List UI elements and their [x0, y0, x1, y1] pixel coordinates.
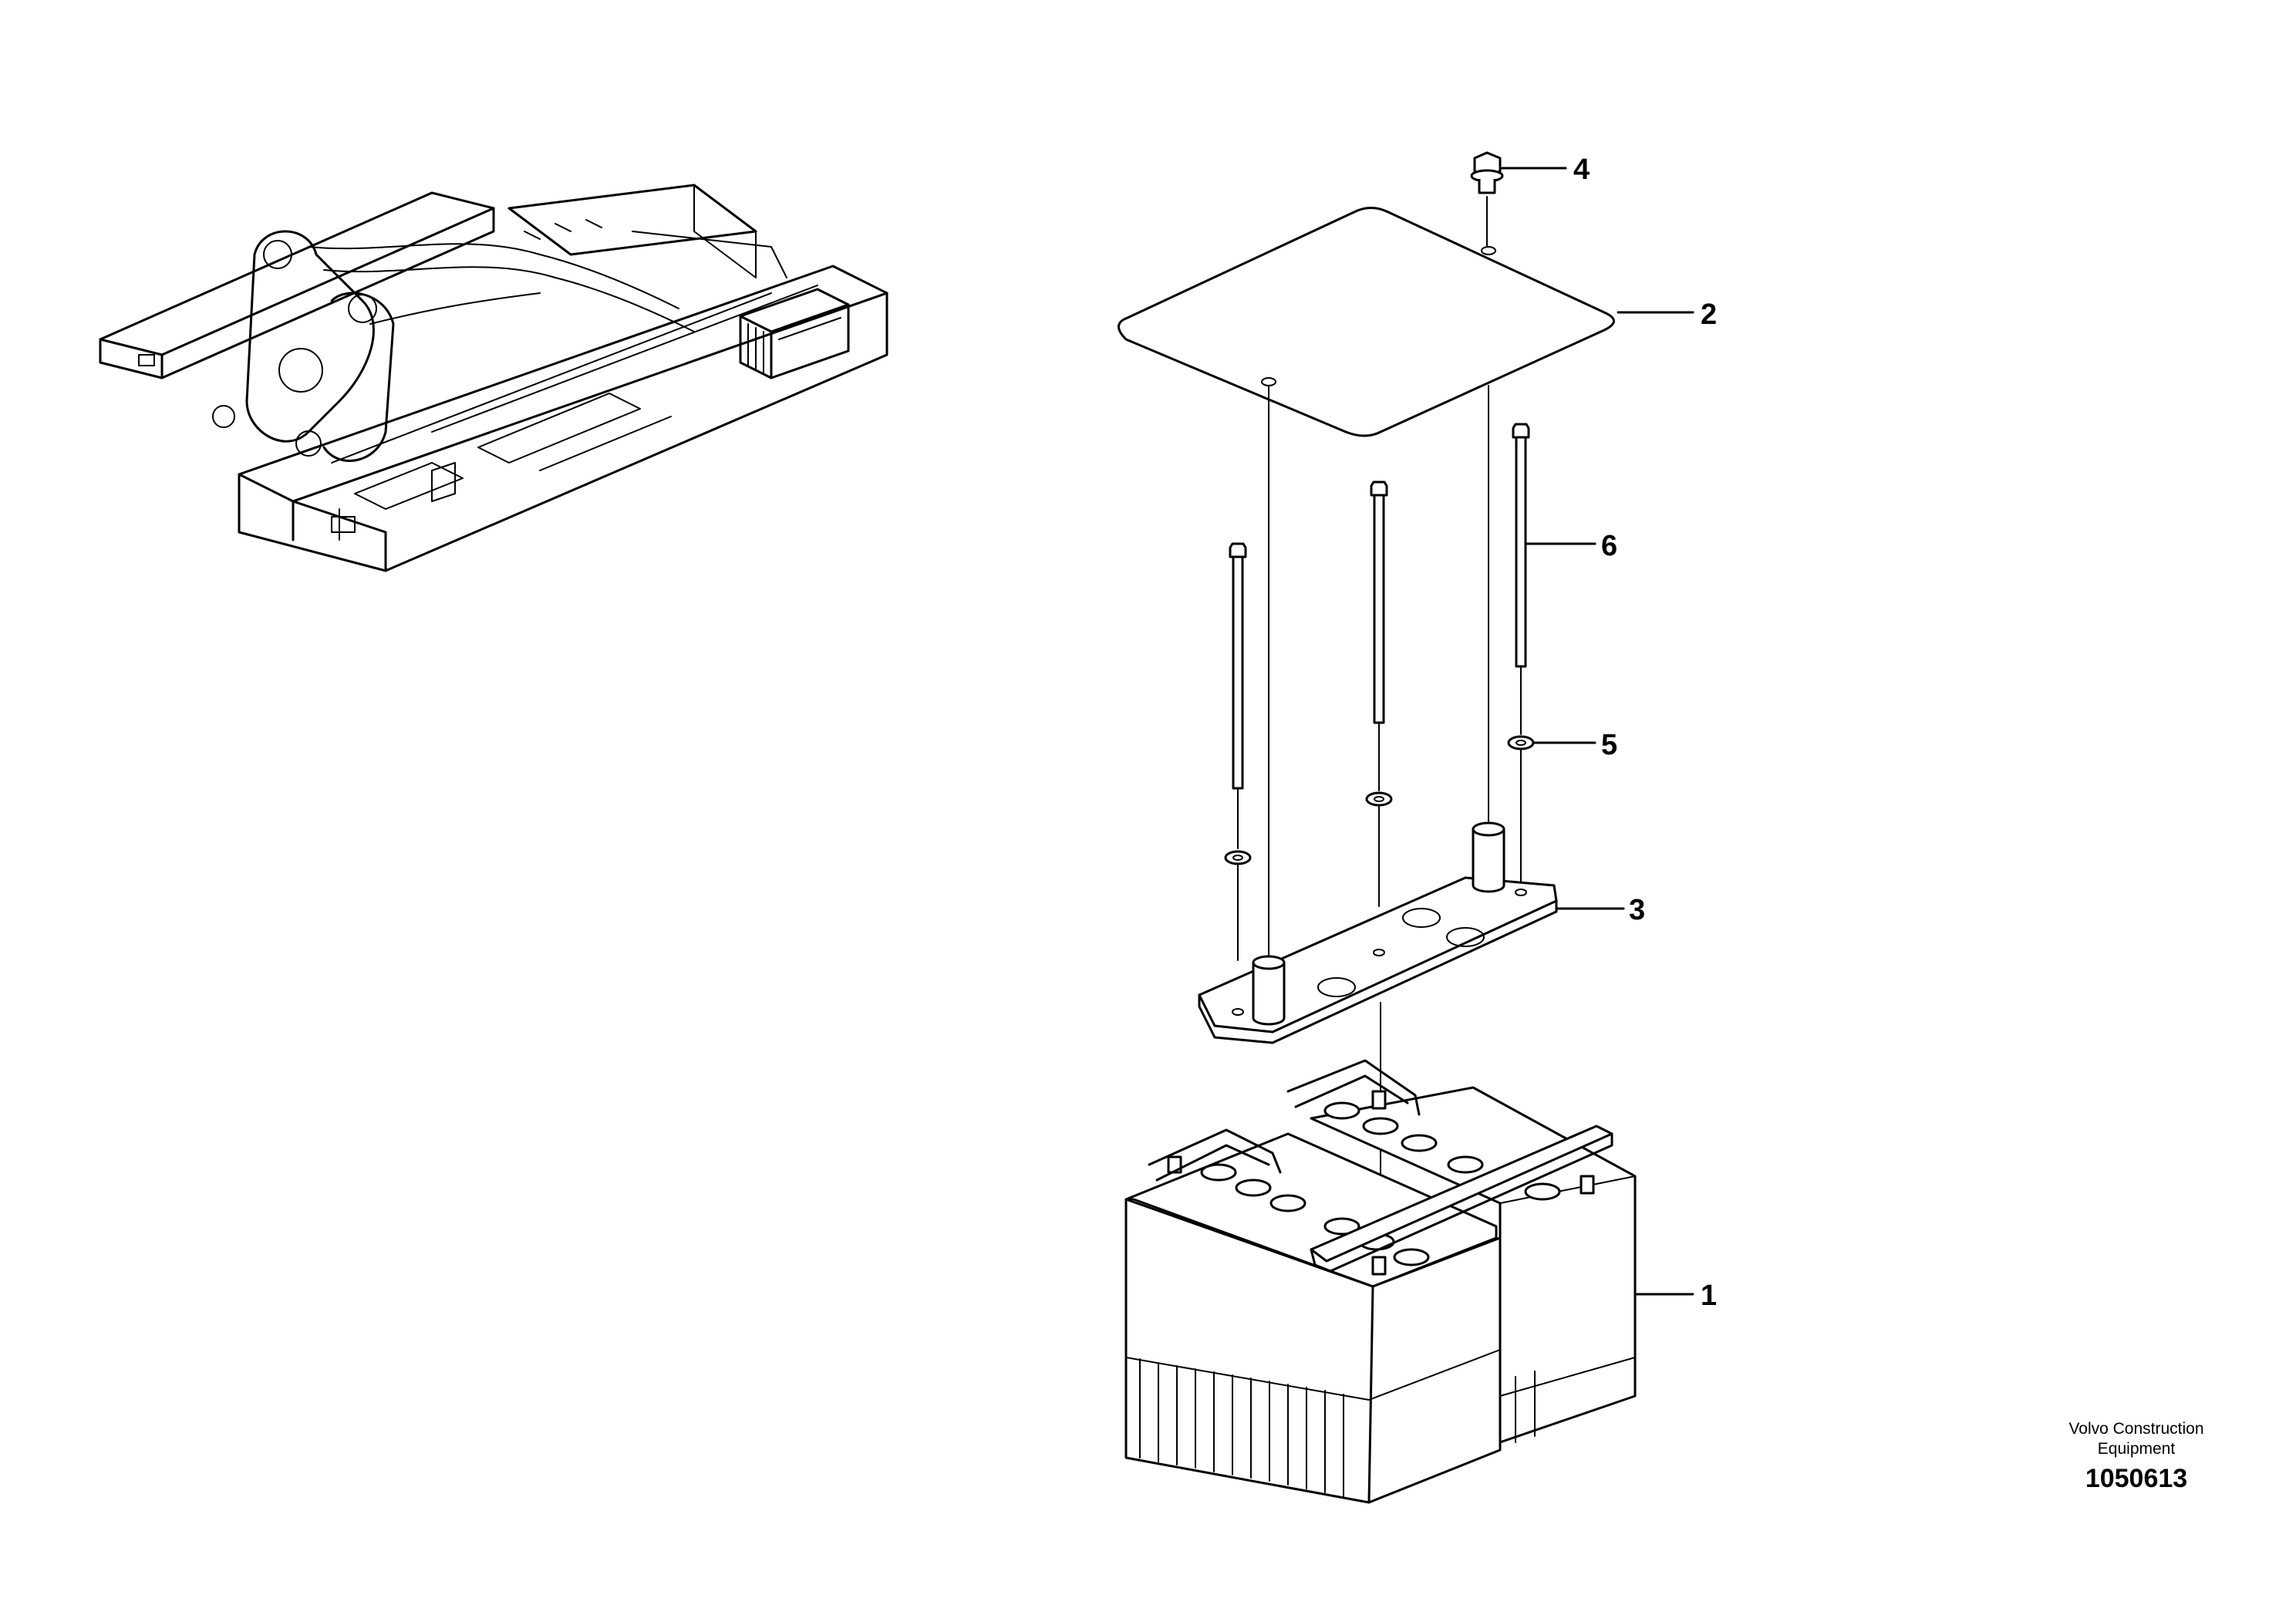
company-line-2: Equipment [2097, 1440, 2176, 1458]
callout-number-6: 6 [1601, 530, 1617, 562]
callout-number-2: 2 [1701, 298, 1717, 331]
drawing-number: 1050613 [2085, 1464, 2188, 1493]
hold-down-bracket [1198, 821, 1558, 1044]
screw [1470, 151, 1504, 248]
callout-number-3: 3 [1629, 894, 1645, 926]
cover-plate [1118, 207, 1615, 437]
machine-frame-overview [99, 184, 888, 572]
company-line-1: Volvo Construction [2068, 1420, 2204, 1438]
tie-rods [1224, 385, 1535, 1243]
callout-number-4: 4 [1573, 153, 1590, 186]
leader-lines [1499, 167, 1694, 1296]
callout-number-1: 1 [1701, 1280, 1717, 1312]
battery [1124, 1059, 1637, 1504]
company-label: Volvo Construction Equipment [2021, 1419, 2252, 1459]
callout-number-5: 5 [1601, 729, 1617, 761]
